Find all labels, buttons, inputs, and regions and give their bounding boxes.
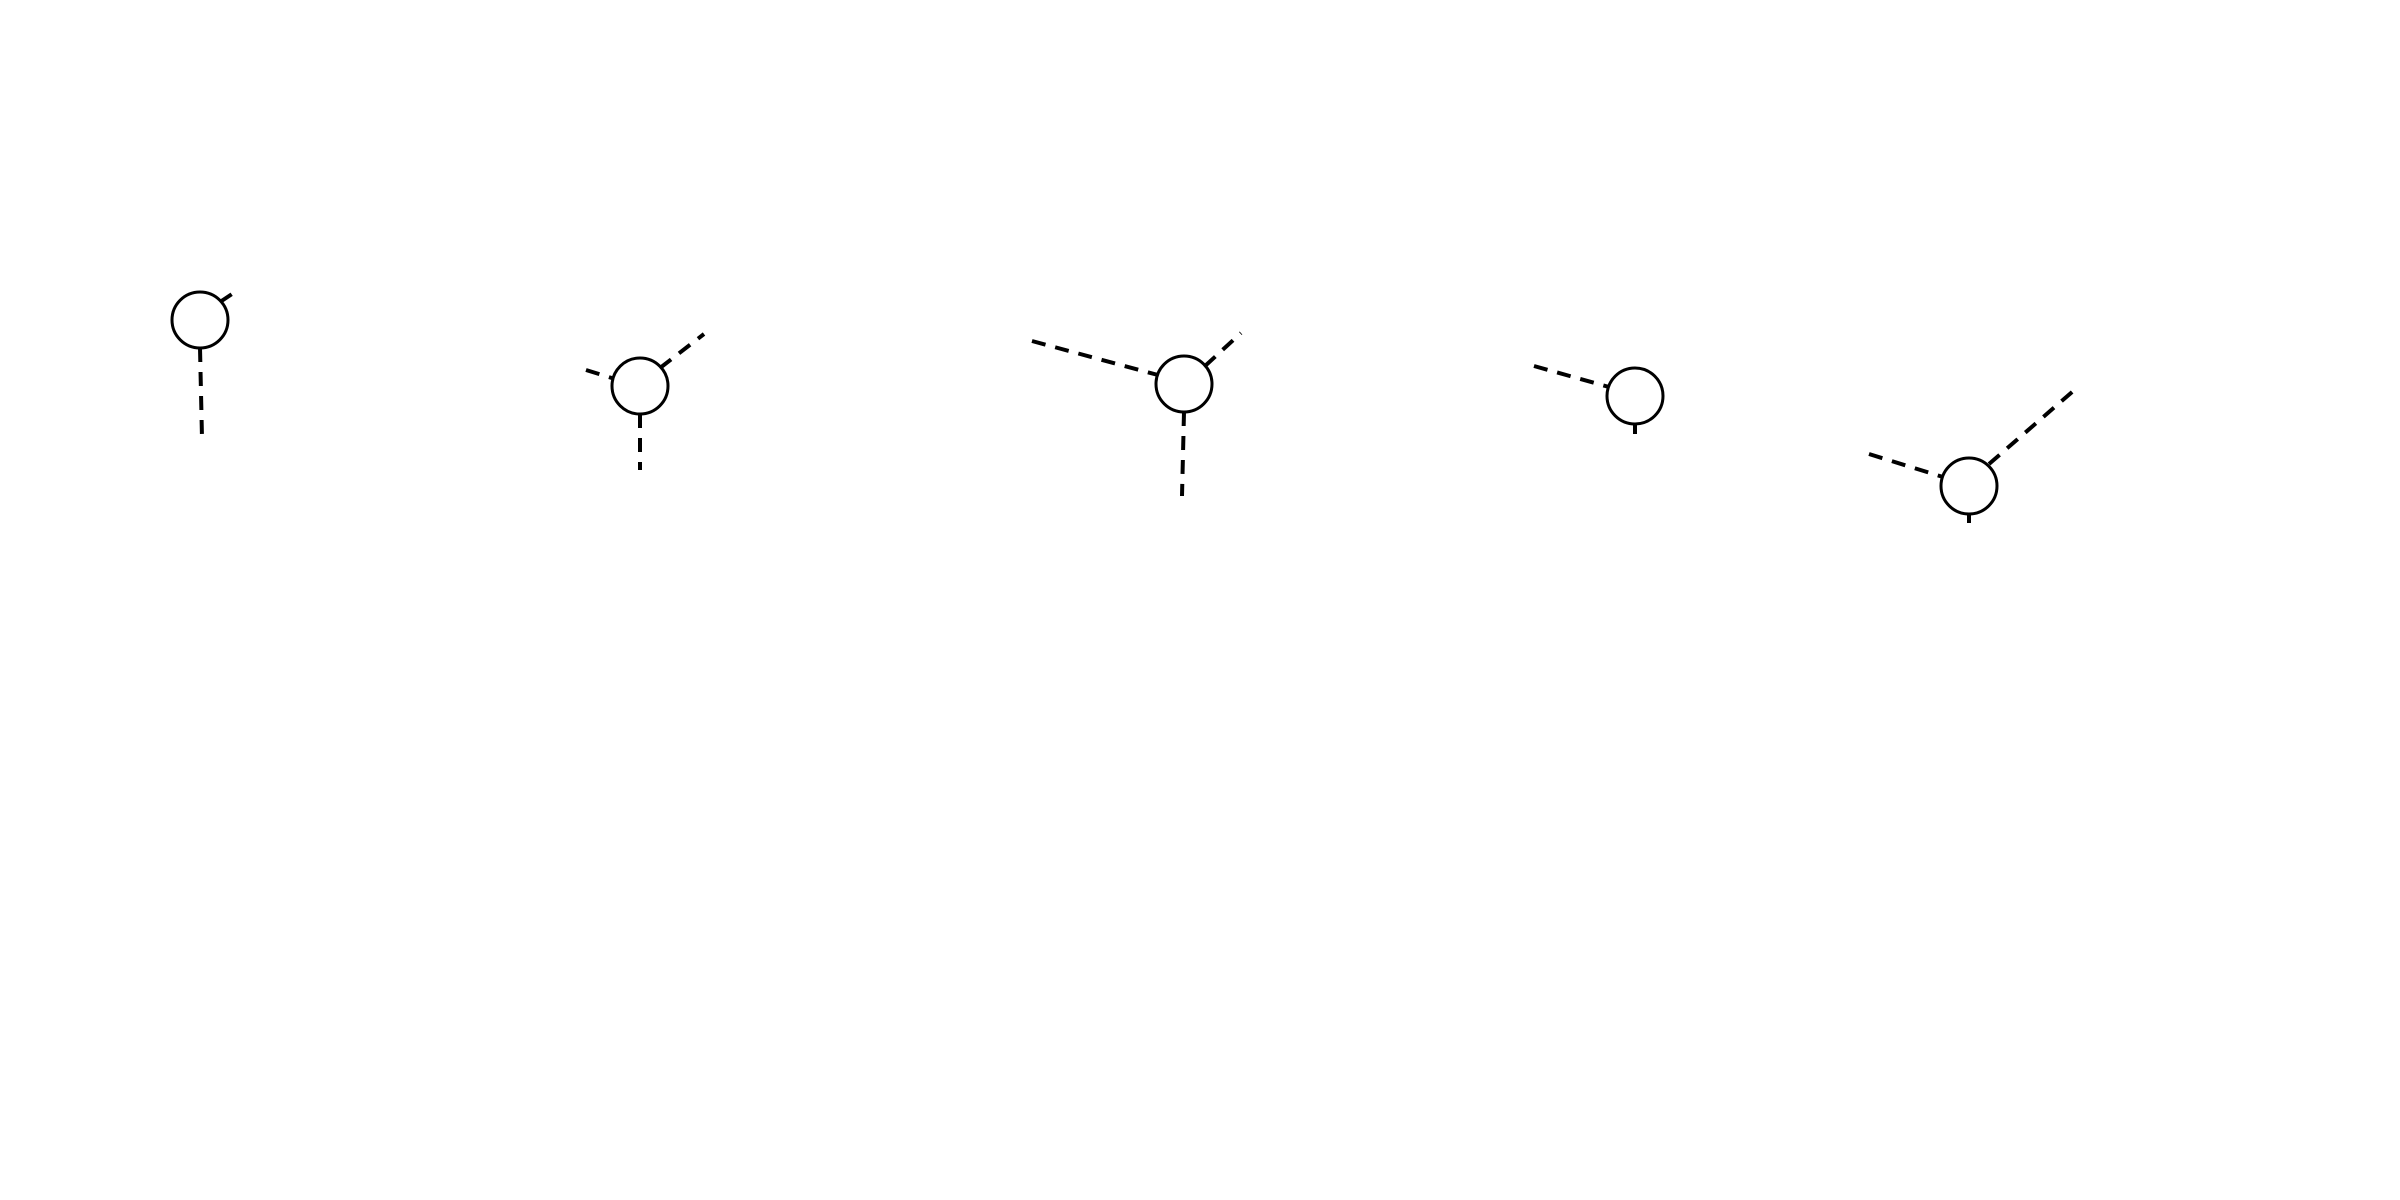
diagram-1-bottom-leg	[198, 347, 204, 439]
diagram-2-left-leg	[585, 368, 616, 381]
diagram-3-left-leg	[1031, 339, 1159, 377]
diagram-3-upper-right-leg	[1203, 331, 1243, 368]
diagram-3-bottom-leg	[1180, 411, 1186, 497]
diagram-3-loop-circle	[1154, 354, 1214, 414]
diagram-4-left-leg	[1533, 364, 1610, 389]
diagram-5-loop-circle	[1939, 456, 1999, 516]
diagram-2-upper-right-leg	[658, 332, 706, 370]
diagram-3	[1031, 331, 1243, 497]
diagram-2	[585, 332, 706, 470]
diagram-4	[1533, 364, 1665, 434]
diagram-5	[1868, 384, 2081, 523]
diagram-1-loop-circle	[170, 290, 230, 350]
diagram-4-loop-circle	[1605, 366, 1665, 426]
diagram-2-loop-circle	[610, 356, 670, 416]
diagram-1	[170, 290, 234, 439]
diagram-5-upper-right-leg	[1987, 384, 2081, 466]
diagram-5-left-leg	[1868, 452, 1944, 479]
